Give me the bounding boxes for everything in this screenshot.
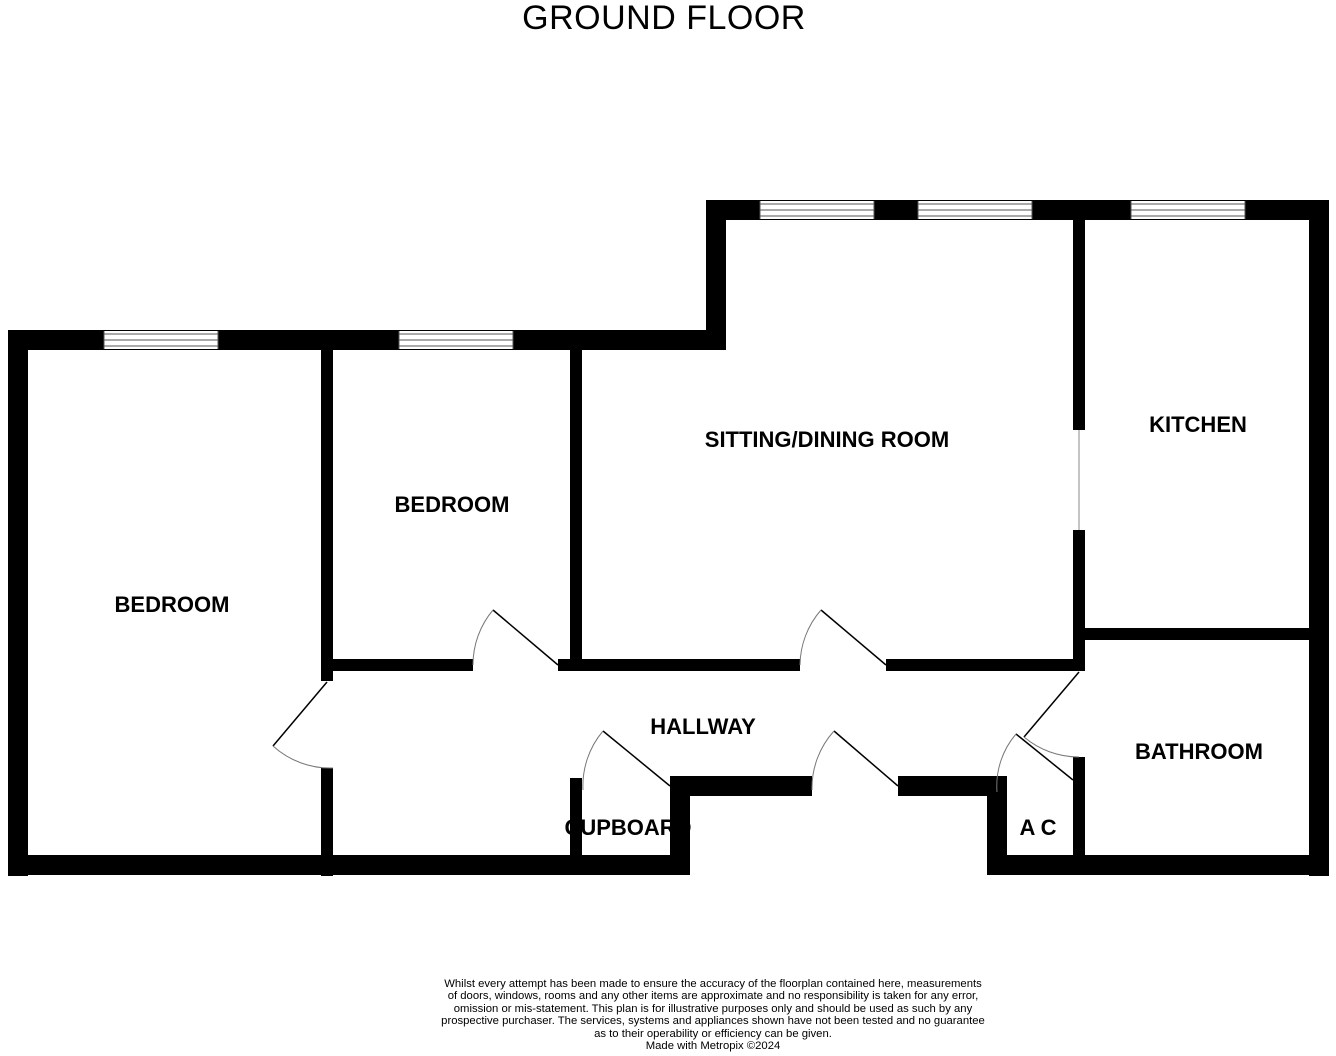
wall-sitting-bottom-a (570, 659, 800, 671)
credit-text: Made with Metropix ©2024 (645, 1040, 781, 1053)
window-sitting-2 (917, 201, 1033, 219)
wall-bed1-bed2 (321, 345, 333, 681)
door-airing-cupboard (996, 733, 1074, 793)
door-sitting (799, 609, 887, 666)
disclaimer: Whilst every attempt has been made to en… (418, 978, 1008, 1052)
window-bedroom-2 (398, 331, 514, 349)
disclaimer-line: as to their operability or efficiency ca… (594, 1027, 832, 1040)
window-bedroom-1 (103, 331, 219, 349)
door-cupboard (582, 730, 671, 791)
wall-entrance-a (670, 776, 812, 796)
wall-entrance-right (987, 776, 1007, 875)
walls (8, 200, 1329, 876)
disclaimer-line: of doors, windows, rooms and any other i… (447, 990, 979, 1003)
room-label-sitting-dining: SITTING/DINING ROOM (705, 427, 949, 452)
wall-sitting-kitchen-a (1073, 215, 1085, 430)
wall-sitting-bottom-b (886, 659, 1085, 671)
wall-entrance-b (898, 776, 1007, 796)
room-label-cupboard: CUPBOARD (564, 815, 691, 840)
room-label-bathroom: BATHROOM (1135, 739, 1263, 764)
door-bedroom-1 (272, 681, 334, 769)
doors (272, 609, 1080, 793)
wall-left-outer (8, 330, 28, 876)
room-label-airing-cupboard: A C (1019, 815, 1056, 840)
door-bedroom-2 (472, 609, 559, 666)
wall-sitting-kitchen-b (1073, 530, 1085, 671)
windows (103, 201, 1246, 349)
disclaimer-line: Whilst every attempt has been made to en… (444, 978, 982, 990)
wall-step-up (706, 200, 726, 350)
wall-bottom-left (8, 855, 688, 875)
door-bathroom (1023, 671, 1080, 758)
wall-cupboard-right (670, 776, 690, 875)
door-entrance (811, 730, 899, 791)
wall-bathroom-left (1073, 757, 1085, 875)
room-label-hallway: HALLWAY (650, 714, 756, 739)
wall-bed2-sitting (570, 345, 582, 671)
window-sitting-1 (759, 201, 875, 219)
room-label-bedroom-1: BEDROOM (115, 592, 230, 617)
disclaimer-line: prospective purchaser. The services, sys… (441, 1015, 985, 1028)
wall-kitchen-bathroom (1073, 628, 1319, 640)
floor-title: GROUND FLOOR (522, 0, 806, 37)
window-kitchen (1130, 201, 1246, 219)
wall-bottom-right (987, 855, 1329, 875)
room-label-bedroom-2: BEDROOM (395, 492, 510, 517)
wall-cupboard-left (570, 778, 582, 875)
wall-bed2-bottom-a (321, 659, 473, 671)
wall-right-outer (1309, 200, 1329, 876)
disclaimer-line: omission or mis-statement. This plan is … (453, 1002, 973, 1015)
room-label-kitchen: KITCHEN (1149, 412, 1247, 437)
wall-bed1-lower (321, 768, 333, 876)
